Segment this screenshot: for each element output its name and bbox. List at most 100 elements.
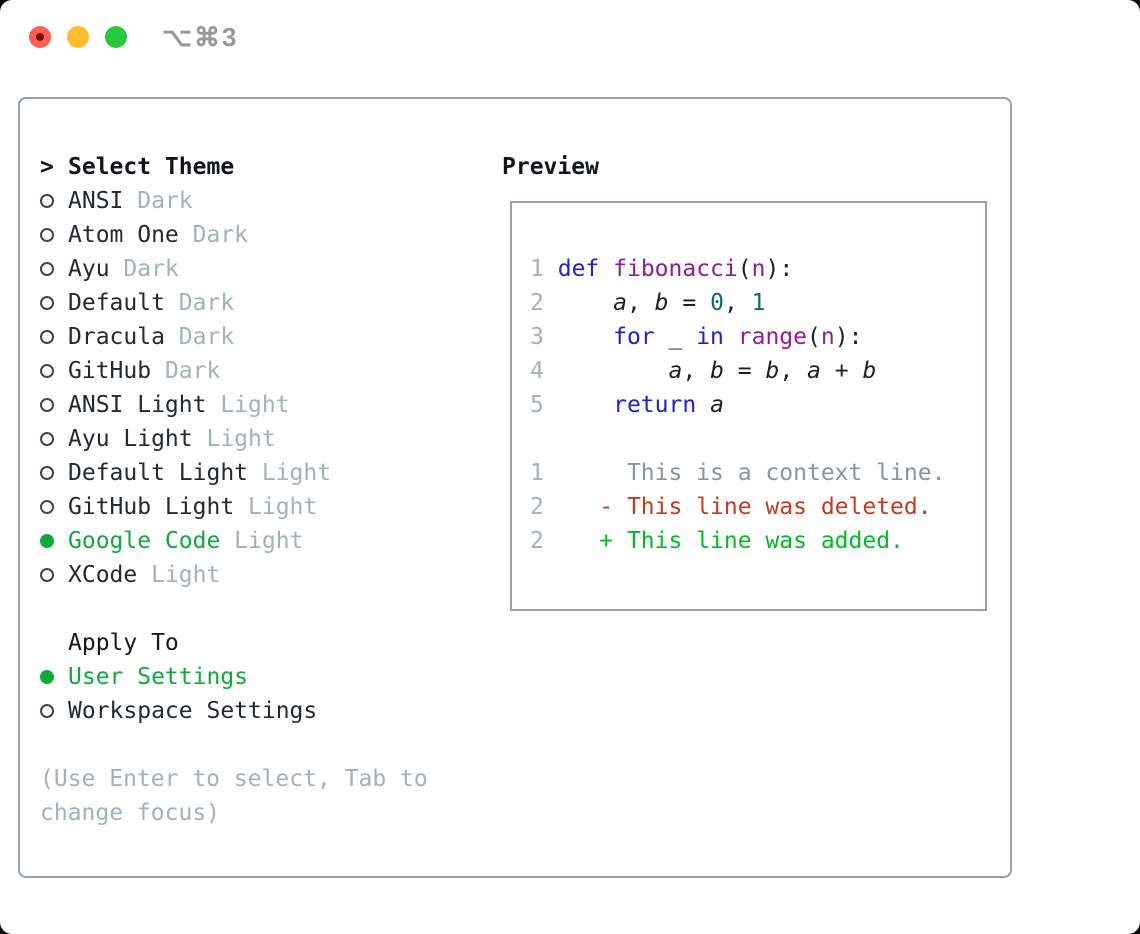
theme-name: Ayu Light [68, 426, 193, 452]
theme-variant: Dark [151, 358, 221, 384]
theme-name: GitHub Light [68, 494, 235, 520]
code-line: 2 a, b = 0, 1 [530, 286, 985, 320]
apply-option-user-settings[interactable]: User Settings [40, 660, 480, 694]
code-line: 3 for _ in range(n): [530, 320, 985, 354]
code-token: 1 [751, 290, 766, 316]
radio-icon [40, 432, 54, 446]
theme-name: Default [68, 290, 165, 316]
theme-list-title: Select Theme [68, 154, 235, 180]
radio-icon [40, 330, 54, 344]
radio-icon [40, 466, 54, 480]
line-number: 4 [530, 358, 544, 384]
code-line [530, 422, 985, 456]
code-token [558, 324, 613, 350]
code-token: _ [654, 324, 697, 350]
code-token: , [682, 358, 711, 384]
code-token: b [654, 290, 669, 316]
theme-variant: Light [234, 494, 318, 520]
apply-option-workspace-settings[interactable]: Workspace Settings [40, 694, 480, 728]
code-token [599, 256, 613, 282]
radio-icon [40, 262, 54, 276]
code-token [558, 392, 613, 418]
code-token: ( [737, 256, 752, 282]
apply-to-title: Apply To [68, 630, 179, 656]
theme-name: Ayu [68, 256, 110, 282]
theme-variant: Dark [178, 222, 249, 248]
theme-variant: Dark [109, 256, 179, 282]
theme-option-google-code[interactable]: Google Code Light [40, 524, 480, 558]
theme-option-ayu-light[interactable]: Ayu Light Light [40, 422, 480, 456]
radio-selected-icon [40, 534, 54, 548]
code-token: for [613, 324, 655, 350]
theme-option-ansi-light[interactable]: ANSI Light Light [40, 388, 480, 422]
code-token: + [820, 358, 863, 384]
line-number: 1 [530, 460, 544, 486]
line-number: 2 [530, 494, 544, 520]
theme-option-github[interactable]: GitHub Dark [40, 354, 480, 388]
code-token: in [696, 324, 724, 350]
theme-name: Google Code [68, 528, 221, 554]
spacer [40, 592, 480, 626]
theme-option-ansi[interactable]: ANSI Dark [40, 184, 480, 218]
theme-option-atom-one[interactable]: Atom One Dark [40, 218, 480, 252]
code-token: , [723, 290, 752, 316]
maximize-button[interactable] [105, 26, 127, 48]
theme-variant: Light [206, 392, 290, 418]
theme-variant: Light [220, 528, 304, 554]
code-token: return [613, 392, 697, 418]
radio-icon [40, 398, 54, 412]
minimize-button[interactable] [67, 26, 89, 48]
radio-icon [40, 228, 54, 242]
theme-variant: Light [137, 562, 221, 588]
code-token: b [765, 358, 780, 384]
code-token: - This line was deleted. [599, 494, 932, 520]
code-token: b [710, 358, 724, 384]
close-button[interactable] [29, 26, 51, 48]
theme-variant: Light [192, 426, 276, 452]
theme-option-default-light[interactable]: Default Light Light [40, 456, 480, 490]
line-number: 1 [530, 256, 544, 282]
code-token [558, 290, 613, 316]
theme-name: GitHub [68, 358, 152, 384]
code-line: 2 - This line was deleted. [530, 490, 985, 524]
theme-option-ayu[interactable]: Ayu Dark [40, 252, 480, 286]
theme-list-header-row: > Select Theme [40, 150, 480, 184]
code-token [558, 494, 600, 520]
code-token: , [779, 358, 808, 384]
theme-name: Dracula [68, 324, 165, 350]
theme-variant: Light [248, 460, 332, 486]
code-line: 1 This is a context line. [530, 456, 985, 490]
theme-variant: Dark [123, 188, 193, 214]
code-token: = [723, 358, 766, 384]
code-line: 2 + This line was added. [530, 524, 985, 558]
preview-column: Preview 1 def fibonacci(n):2 a, b = 0, 1… [502, 150, 1002, 611]
theme-variant: Dark [164, 290, 235, 316]
apply-option-name: Workspace Settings [68, 698, 318, 724]
help-text-line-1: (Use Enter to select, Tab to [40, 766, 428, 792]
code-token: a [613, 290, 627, 316]
theme-option-github-light[interactable]: GitHub Light Light [40, 490, 480, 524]
theme-option-xcode[interactable]: XCode Light [40, 558, 480, 592]
code-token [724, 324, 738, 350]
radio-icon [40, 364, 54, 378]
code-token: fibonacci [613, 256, 738, 282]
code-token: ): [834, 324, 863, 350]
preview-title: Preview [502, 154, 599, 180]
code-token [558, 358, 669, 384]
theme-option-dracula[interactable]: Dracula Dark [40, 320, 480, 354]
code-token: a [807, 358, 821, 384]
code-token: b [862, 358, 877, 384]
code-token: , [626, 290, 655, 316]
theme-option-default[interactable]: Default Dark [40, 286, 480, 320]
code-token: def [557, 256, 600, 282]
window-title: ⌥⌘3 [162, 22, 239, 52]
theme-name: ANSI Light [68, 392, 207, 418]
radio-icon [40, 568, 54, 582]
radio-icon [40, 194, 54, 208]
code-token: 0 [710, 290, 724, 316]
